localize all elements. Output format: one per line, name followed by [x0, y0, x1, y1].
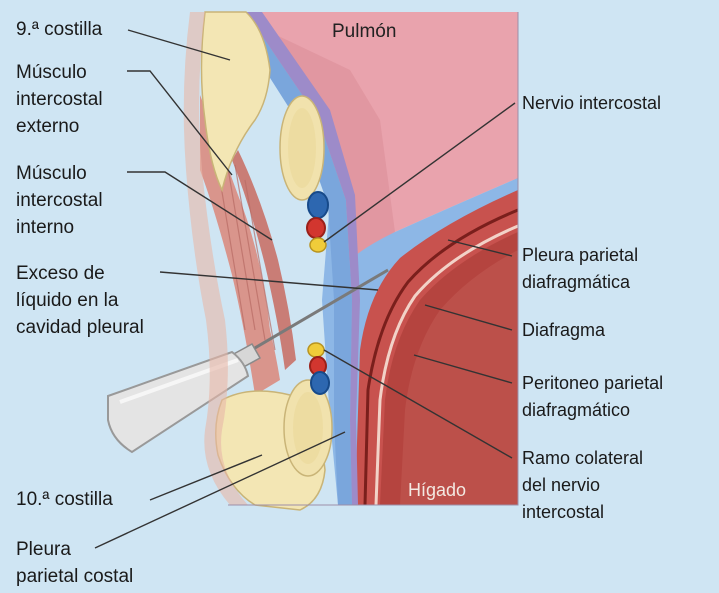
intercostal-nerve-upper [310, 238, 326, 252]
label-internal-intercostal: Músculo intercostal interno [16, 160, 103, 241]
label-external-intercostal: Músculo intercostal externo [16, 59, 103, 140]
label-rib-10: 10.ª costilla [16, 486, 113, 513]
label-rib-9: 9.ª costilla [16, 16, 102, 43]
collateral-vein-lower [311, 372, 329, 394]
label-liver: Hígado [408, 477, 466, 504]
label-collateral-branch: Ramo colateral del nervio intercostal [522, 445, 643, 526]
label-peritoneum: Peritoneo parietal diafragmático [522, 370, 663, 424]
label-lung: Pulmón [332, 18, 396, 45]
label-diaphragm: Diafragma [522, 317, 605, 344]
intercostal-vein-upper [308, 192, 328, 218]
intercostal-artery-upper [307, 218, 325, 238]
label-parietal-diaphragmatic: Pleura parietal diafragmática [522, 242, 638, 296]
label-parietal-costal: Pleura parietal costal [16, 536, 133, 590]
label-excess-fluid: Exceso de líquido en la cavidad pleural [16, 260, 144, 341]
collateral-nerve-lower [308, 343, 324, 357]
label-intercostal-nerve: Nervio intercostal [522, 90, 661, 117]
